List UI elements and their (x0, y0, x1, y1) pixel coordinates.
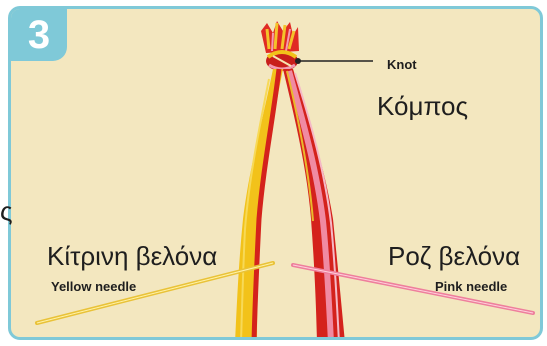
yellow-needle-label-english: Yellow needle (51, 279, 136, 294)
step-number-badge: 3 (11, 9, 67, 61)
knot-label-greek: Κόμπος (377, 91, 468, 122)
pink-needle-label-english: Pink needle (435, 279, 507, 294)
left-strand (235, 69, 283, 340)
knot-leader-dot (295, 58, 301, 64)
cropped-text-fragment: ς (0, 196, 13, 227)
right-strand (283, 69, 345, 340)
knot (266, 51, 298, 71)
knot-label-english: Knot (387, 57, 417, 72)
step-card: 3 Knot Κόμπος Κίτρινη βελόνα Yellow need… (8, 6, 543, 340)
thread-tufts (261, 21, 299, 53)
yellow-needle-label-greek: Κίτρινη βελόνα (47, 241, 217, 272)
pink-needle-label-greek: Ροζ βελόνα (388, 241, 520, 272)
